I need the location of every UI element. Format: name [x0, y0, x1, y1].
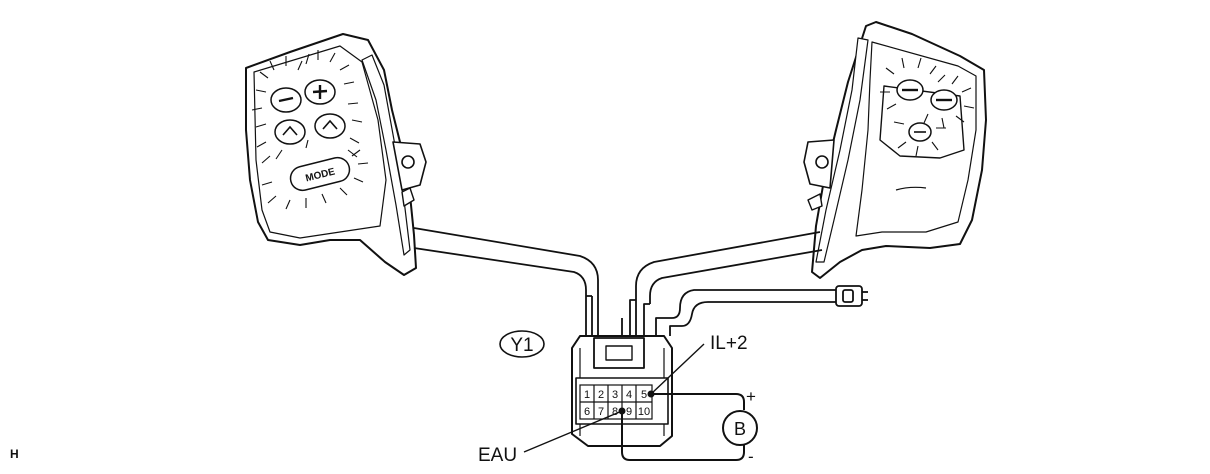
seek-down-button [274, 119, 306, 145]
battery-plus-sign: + [746, 387, 756, 406]
pin-1-label: 1 [584, 389, 590, 401]
left-wire-harness [413, 227, 599, 336]
pin-7-label: 7 [598, 406, 604, 418]
right-steering-pad-switch [803, 21, 987, 279]
connector-label-oval [499, 330, 545, 358]
right-illumination-rays [880, 57, 975, 157]
test-circuit [523, 343, 745, 461]
pin-4-label: 4 [626, 389, 632, 401]
connector-label: Y1 [510, 335, 533, 356]
left-illumination-rays [251, 50, 369, 210]
ill-plus-terminal-label: IL+2 [710, 333, 748, 354]
pin-10-label: 10 [638, 406, 650, 418]
pin-2-label: 2 [598, 389, 604, 401]
left-button-symbols [278, 85, 338, 136]
mode-button [289, 156, 351, 192]
battery-label: B [734, 419, 746, 439]
pin-3-label: 3 [612, 389, 618, 401]
seek-up-button [314, 113, 346, 139]
eau-terminal-label: EAU [478, 445, 517, 466]
horn-wire [655, 285, 868, 336]
pin-5-label: 5 [641, 389, 647, 401]
pin-6-label: 6 [584, 406, 590, 418]
left-switch-buttons [270, 79, 351, 192]
battery-minus-sign: - [748, 447, 754, 466]
right-button-symbols [902, 88, 952, 133]
battery-symbol [722, 410, 758, 446]
pin-8-label: 8 [612, 406, 618, 418]
left-steering-pad-switch [245, 33, 427, 276]
connector-pin-labels: 1 2 3 4 5 6 7 8 9 10 [584, 389, 650, 418]
right-wire-harness [621, 231, 823, 336]
pin-9-label: 9 [626, 406, 632, 418]
corner-mark: H [10, 447, 19, 461]
